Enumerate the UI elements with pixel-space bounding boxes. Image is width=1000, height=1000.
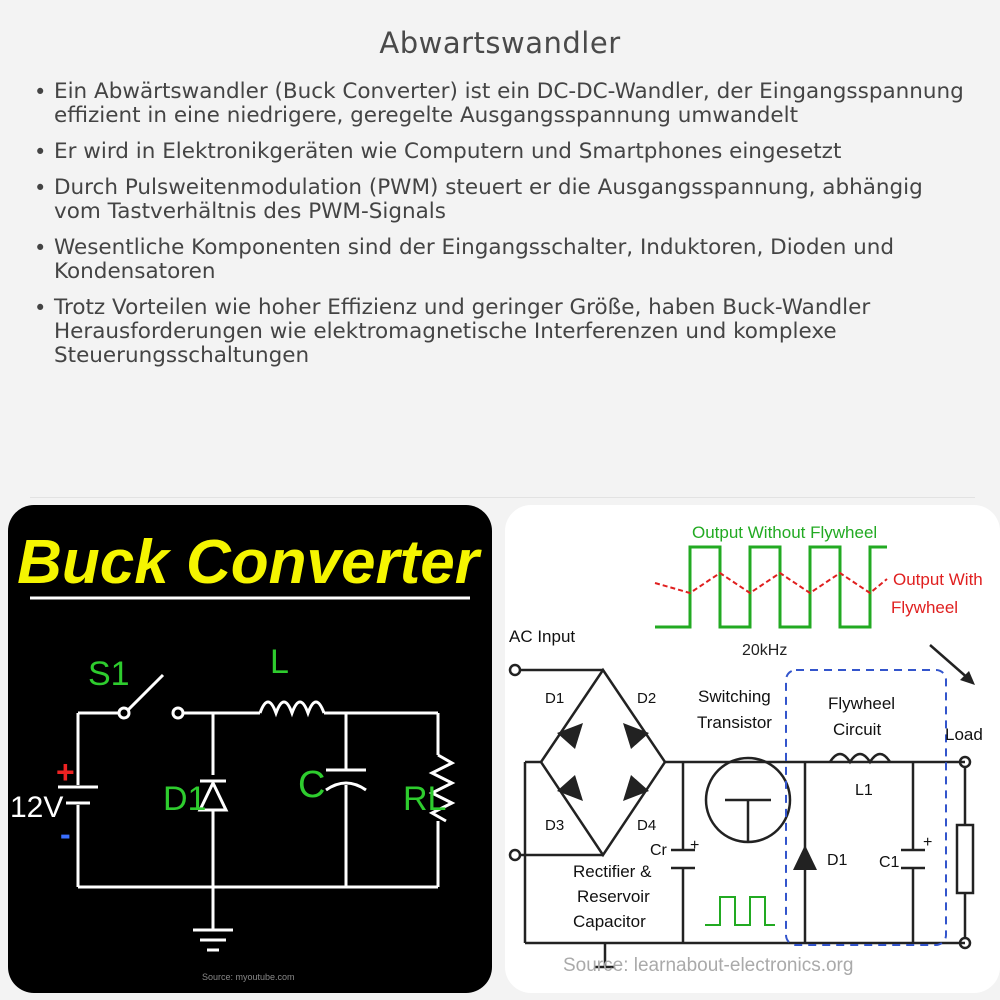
divider	[30, 497, 975, 498]
capacitor-label: C	[298, 764, 325, 806]
ac-input-label: AC Input	[509, 627, 575, 646]
switch-label: S1	[88, 655, 130, 693]
pwm-input-wave	[705, 896, 775, 926]
flywheel-line2: Circuit	[833, 720, 881, 739]
switching-line2: Transistor	[697, 713, 772, 732]
bullet-item: • Er wird in Elektronikgeräten wie Comput…	[34, 139, 974, 165]
flywheel-circuit-image: Output Without Flywheel Output With Flyw…	[505, 505, 1000, 993]
l1-label: L1	[855, 782, 873, 799]
switching-line1: Switching	[698, 687, 771, 706]
c1-plus: +	[923, 834, 932, 851]
bullet-item: • Trotz Vorteilen wie hoher Effizienz und…	[34, 296, 974, 368]
voltage-label: 12V	[10, 791, 63, 824]
rectifier-line2: Reservoir	[577, 887, 650, 906]
inductor-label: L	[270, 643, 289, 681]
bullet-dot: •	[34, 140, 47, 164]
flywheel-box	[785, 669, 947, 946]
wave-with-line2: Flywheel	[891, 598, 958, 617]
bullet-item: • Durch Pulsweitenmodulation (PWM) steuer…	[34, 176, 974, 224]
sketch-heading: Buck Converter	[17, 528, 482, 597]
square-wave	[655, 545, 887, 629]
diode-label: D1	[163, 780, 206, 818]
bullet-text: Er wird in Elektronikgeräten wie Compute…	[54, 139, 842, 164]
bullet-text: Wesentliche Komponenten sind der Eingang…	[54, 235, 895, 284]
bullet-dot: •	[34, 236, 47, 260]
plus-sign: +	[56, 754, 75, 790]
bullet-item: • Wesentliche Komponenten sind der Eingan…	[34, 236, 974, 284]
flywheel-wave	[654, 571, 888, 595]
bullet-text: Ein Abwärtswandler (Buck Converter) ist …	[54, 79, 964, 128]
flywheel-diode	[793, 845, 817, 870]
c1-label: C1	[879, 854, 900, 871]
bullet-item: • Ein Abwärtswandler (Buck Converter) ist…	[34, 80, 974, 128]
rectifier-line1: Rectifier &	[573, 862, 652, 881]
bullet-dot: •	[34, 296, 47, 320]
minus-sign: -	[60, 816, 71, 852]
load-label: RL	[403, 780, 446, 818]
rectifier-line3: Capacitor	[573, 912, 646, 931]
d3-label: D3	[545, 817, 564, 834]
d4-label: D4	[637, 817, 656, 834]
pointer-arrow-head	[960, 671, 975, 685]
frequency-label: 20kHz	[742, 642, 787, 659]
load-label: Load	[945, 725, 983, 744]
page-title: Abwartswandler	[379, 26, 621, 60]
d1-label: D1	[545, 690, 564, 707]
left-source-label: Source: myoutube.com	[202, 972, 295, 982]
wave-with-line1: Output With	[893, 570, 983, 589]
cr-label: Cr	[650, 842, 668, 859]
wave-title: Output Without Flywheel	[692, 523, 877, 542]
d2-label: D2	[637, 690, 656, 707]
sketch-circuit	[58, 673, 456, 952]
buck-converter-sketch-image: Buck Converter	[8, 505, 492, 993]
bullet-dot: •	[34, 80, 47, 104]
bullet-dot: •	[34, 176, 47, 200]
pointer-arrow	[929, 644, 971, 681]
bullet-list: • Ein Abwärtswandler (Buck Converter) ist…	[34, 80, 974, 380]
flywheel-circuit-diagram: Output Without Flywheel Output With Flyw…	[508, 523, 983, 976]
right-source-label: Source: learnabout-electronics.org	[563, 955, 853, 976]
bullet-text: Durch Pulsweitenmodulation (PWM) steuert…	[54, 175, 923, 224]
diode-d1	[557, 723, 583, 749]
diode-d3	[557, 775, 583, 801]
bullet-text: Trotz Vorteilen wie hoher Effizienz und …	[54, 295, 871, 368]
diode-d4	[623, 775, 649, 801]
d1b-label: D1	[827, 852, 848, 869]
flywheel-line1: Flywheel	[828, 694, 895, 713]
diode-d2	[623, 723, 649, 749]
buck-converter-sketch: Buck Converter	[10, 528, 482, 982]
cr-plus: +	[690, 837, 699, 854]
